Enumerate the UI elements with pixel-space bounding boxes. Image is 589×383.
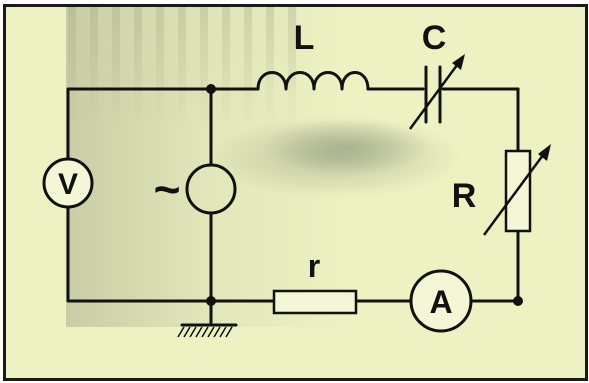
rheostat-arrow — [482, 144, 551, 236]
resistor-r — [272, 289, 358, 315]
inductor-coil — [256, 71, 370, 91]
ground-hatch — [177, 326, 233, 338]
ammeter — [409, 269, 473, 333]
diagram-frame: L C R r V A ~ — [3, 4, 588, 381]
circuit-diagram: L C R r V A ~ — [42, 19, 551, 338]
label-resistor: r — [308, 248, 320, 284]
label-capacitor: C — [422, 19, 447, 57]
ac-source — [185, 163, 237, 215]
label-inductor: L — [294, 19, 315, 57]
label-ammeter: A — [429, 284, 452, 320]
label-voltmeter: V — [58, 168, 78, 201]
capacitor-variable-arrow — [408, 54, 465, 130]
label-rheostat: R — [452, 177, 477, 215]
voltmeter — [42, 157, 94, 209]
junction-dots — [206, 84, 523, 306]
label-ac-source: ~ — [154, 163, 181, 215]
background-texture — [68, 7, 298, 127]
